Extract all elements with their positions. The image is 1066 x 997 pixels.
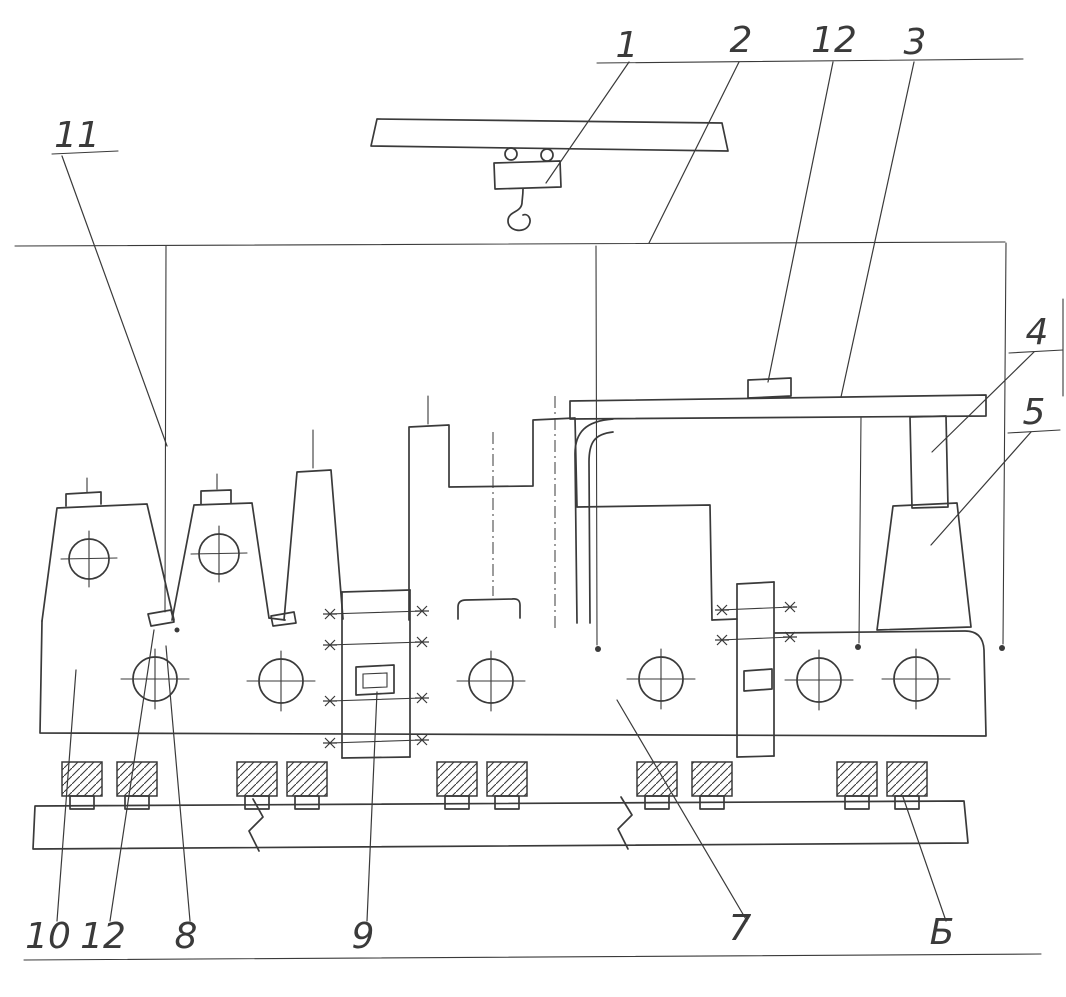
callout-12-bottom-label: 12 [80,916,126,957]
trolley-wheel-left [504,147,518,161]
callout-1-label: 1 [616,25,639,66]
lifting-lug [200,489,232,505]
hanger-rope-right [999,242,1007,651]
housing-left-2 [171,473,270,621]
callout-underlines [23,58,1064,961]
housing-stack [283,429,344,621]
leader-7 [616,699,748,922]
break-mark [248,798,264,852]
callout-b-label: Б [930,912,955,953]
stop-block [747,377,792,399]
machine-bed [39,611,987,737]
callout-3-label: 3 [904,22,927,63]
suspension-line [14,241,1006,247]
crane-hook [507,188,531,232]
plumb-line-platform [855,416,862,650]
break-mark [617,796,633,850]
leader-12-top [767,61,834,383]
callout-10-label: 10 [25,916,71,957]
hanger-rope-mid [595,245,601,652]
hoist-trolley [493,147,562,232]
base-tab [457,598,521,620]
trolley-wheel-right [540,148,554,162]
clamp-tab-right [270,611,297,627]
callout-labels: 1 2 12 3 11 4 5 10 12 8 9 7 Б [25,20,1048,957]
adjuster-plate [355,664,395,696]
callout-11-label: 11 [54,115,100,156]
callout-5-label: 5 [1023,392,1046,433]
leader-4 [931,351,1035,453]
lifting-lug [65,491,102,507]
leader-9 [366,691,378,922]
leader-5 [930,431,1032,546]
clamp-tab-left [147,609,175,627]
callout-12-top-label: 12 [811,20,857,61]
support-pedestal [876,502,972,631]
housing-left-1 [41,477,175,622]
wedge-supports [61,761,928,810]
foundation-rail [32,796,969,852]
callout-9-label: 9 [352,916,375,957]
portal-frame [408,395,713,631]
leader-2 [648,61,740,244]
leader-3 [840,61,915,398]
jack-right [714,581,798,758]
support-column [909,415,949,509]
crane-beam [370,118,729,152]
jack-left [322,589,430,759]
callout-8-label: 8 [175,916,198,957]
leader-b [902,796,947,922]
leader-11 [61,155,168,447]
callout-4-label: 4 [1026,312,1049,353]
elbow-pipe [574,418,614,624]
leader-lines [56,61,1035,922]
traverse-platform [569,377,987,420]
bed-bores [120,648,951,712]
leader-8 [165,645,191,922]
adjuster-plate [743,668,773,692]
callout-2-label: 2 [730,20,753,61]
callout-7-label: 7 [729,908,752,949]
hoist-body [493,160,562,190]
hanger-rope-left [147,245,180,633]
